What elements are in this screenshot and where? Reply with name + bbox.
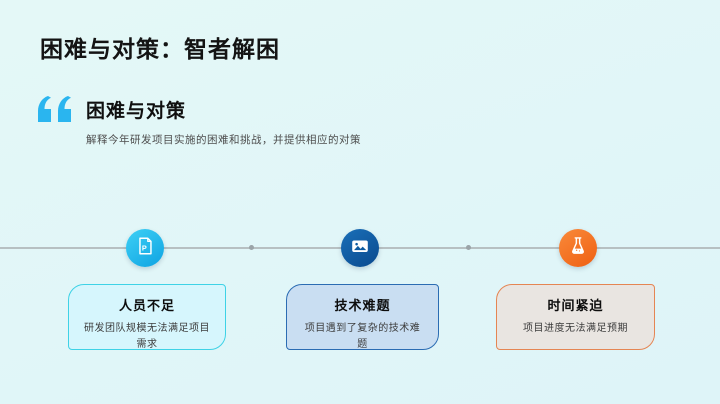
card-title: 技术难题 bbox=[334, 298, 391, 313]
double-quote-icon bbox=[38, 96, 74, 124]
image-icon bbox=[349, 235, 371, 262]
difficulty-card-technical: 技术难题 项目遇到了复杂的技术难题 bbox=[286, 284, 439, 350]
timeline-dot bbox=[249, 245, 254, 250]
card-description: 项目遇到了复杂的技术难题 bbox=[304, 323, 421, 350]
card-title: 时间紧迫 bbox=[547, 298, 604, 313]
timeline-node-time bbox=[559, 229, 597, 267]
card-description: 项目进度无法满足预期 bbox=[523, 323, 628, 334]
svg-text:P: P bbox=[142, 243, 147, 252]
flask-icon bbox=[567, 235, 589, 262]
card-description: 研发团队规模无法满足项目需求 bbox=[84, 323, 210, 350]
difficulty-card-time: 时间紧迫 项目进度无法满足预期 bbox=[496, 284, 655, 350]
card-title: 人员不足 bbox=[118, 298, 175, 313]
timeline-node-technical bbox=[341, 229, 379, 267]
page-title: 困难与对策：智者解困 bbox=[40, 36, 280, 62]
timeline-node-personnel: P bbox=[126, 229, 164, 267]
difficulty-card-personnel: 人员不足 研发团队规模无法满足项目需求 bbox=[68, 284, 226, 350]
document-icon: P bbox=[134, 235, 156, 262]
section-description: 解释今年研发项目实施的困难和挑战，并提供相应的对策 bbox=[86, 134, 361, 146]
section-heading: 困难与对策 bbox=[86, 101, 187, 122]
timeline-dot bbox=[466, 245, 471, 250]
